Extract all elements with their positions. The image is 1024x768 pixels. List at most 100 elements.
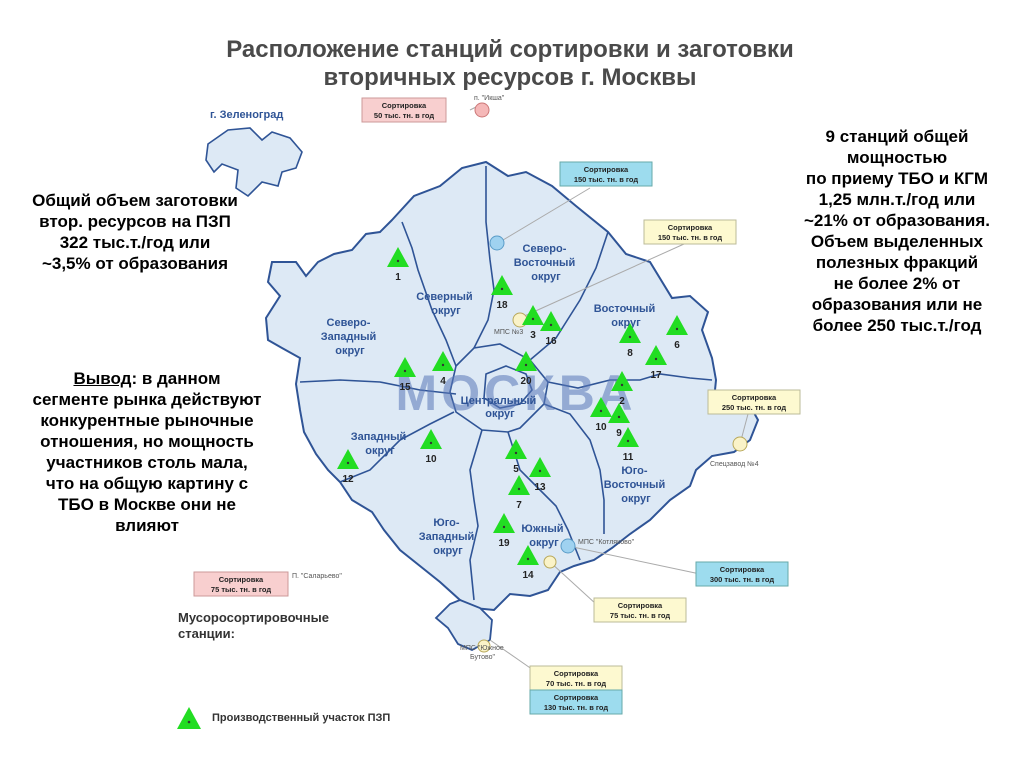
district-label-vost: Восточный округ xyxy=(594,303,659,329)
district-label-yuz: Юго- Западный округ xyxy=(419,517,478,557)
svg-text:250 тыс. тн. в год: 250 тыс. тн. в год xyxy=(722,403,787,412)
box-butovo-yellow: Сортировка 70 тыс. тн. в год xyxy=(529,665,623,691)
station-iksha xyxy=(474,102,490,118)
pzp-site-dot xyxy=(626,439,630,443)
pzp-site-triangle xyxy=(387,247,409,267)
right-line-6: Объем выделенных xyxy=(810,232,984,251)
pzp-site-dot xyxy=(396,259,400,263)
conclusion-note: Вывод: в данном сегменте рынка действуют… xyxy=(8,368,286,536)
pzp-site-dot xyxy=(514,451,518,455)
svg-text:Сортировка: Сортировка xyxy=(732,393,777,402)
pzp-site-number: 5 xyxy=(513,464,519,475)
pzp-site-dot xyxy=(441,363,445,367)
legend-pzp: Производственный участок ПЗП xyxy=(176,706,390,730)
station-kotlyakovo xyxy=(560,538,576,554)
district-label-centr: Центральный округ xyxy=(461,395,540,420)
station-spets4 xyxy=(732,436,748,452)
pzp-site-triangle xyxy=(394,357,416,377)
legend-title: Мусоросортировочные станции: xyxy=(178,610,329,642)
pzp-site-number: 13 xyxy=(534,482,546,493)
pzp-site-dot xyxy=(502,525,506,529)
legend-title-line-1: Мусоросортировочные xyxy=(178,610,329,625)
svg-text:Сортировка: Сортировка xyxy=(668,223,713,232)
conclusion-line-1: сегменте рынка действуют xyxy=(32,390,262,409)
triangle-icon xyxy=(177,707,201,729)
conclusion-line-7: влияют xyxy=(115,516,179,535)
station-sv-blue xyxy=(489,235,505,251)
pzp-site-number: 14 xyxy=(522,570,534,581)
right-line-9: образования или не xyxy=(811,295,983,314)
box-spets4: Сортировка 250 тыс. тн. в год xyxy=(707,389,801,415)
total-collection-note: Общий объем заготовки втор. ресурсов на … xyxy=(6,190,264,274)
box-butovo-blue: Сортировка 130 тыс. тн. в год xyxy=(529,689,623,715)
zelenograd-shape xyxy=(205,127,303,198)
right-line-2: мощностью xyxy=(846,148,948,167)
label-salaryevo: П. "Саларьево" xyxy=(292,573,342,580)
svg-text:300 тыс. тн. в год: 300 тыс. тн. в год xyxy=(710,575,775,584)
pzp-site-triangle xyxy=(666,315,688,335)
pzp-site-dot xyxy=(675,327,679,331)
conclusion-first-rest: : в данном xyxy=(131,369,221,388)
district-label-yuzh: Южный округ xyxy=(521,523,566,549)
box-sv-blue: Сортировка 150 тыс. тн. в год xyxy=(559,161,653,187)
svg-text:150 тыс. тн. в год: 150 тыс. тн. в год xyxy=(574,175,639,184)
legend-title-line-2: станции: xyxy=(178,626,235,641)
label-spets4: Спецзавод №4 xyxy=(710,461,759,468)
left-line-2: втор. ресурсов на ПЗП xyxy=(39,212,231,231)
svg-text:Сортировка: Сортировка xyxy=(720,565,765,574)
pzp-site-dot xyxy=(429,441,433,445)
conclusion-line-3: отношения, но мощность xyxy=(40,432,254,451)
pzp-site-number: 15 xyxy=(399,382,411,393)
district-label-zap: Западный округ xyxy=(351,431,410,457)
pzp-site-number: 6 xyxy=(674,340,680,351)
box-yuzh-yellow: Сортировка 75 тыс. тн. в год xyxy=(593,597,687,623)
svg-text:75 тыс. тн. в год: 75 тыс. тн. в год xyxy=(610,611,670,620)
box-kotlyakovo: Сортировка 300 тыс. тн. в год xyxy=(695,561,789,587)
pzp-site-dot xyxy=(538,469,542,473)
right-line-7: полезных фракций xyxy=(815,253,979,272)
pzp-site-triangle xyxy=(617,427,639,447)
svg-text:70 тыс. тн. в год: 70 тыс. тн. в год xyxy=(546,679,606,688)
pzp-site-dot xyxy=(620,383,624,387)
pzp-site-dot xyxy=(599,409,603,413)
left-line-3: 322 тыс.т./год или xyxy=(59,233,211,252)
right-line-5: ~21% от образования. xyxy=(803,211,991,230)
legend-pzp-label: Производственный участок ПЗП xyxy=(212,712,391,724)
conclusion-heading: Вывод xyxy=(73,369,132,388)
label-kotlyakovo: МПС "Котляково" xyxy=(578,539,635,546)
pzp-site-dot xyxy=(524,363,528,367)
label-iksha: п. "Икша" xyxy=(474,95,505,102)
pzp-site-dot xyxy=(526,557,530,561)
pzp-site-dot xyxy=(531,317,535,321)
station-yuzh-yellow xyxy=(543,555,557,569)
box-iksha: Сортировка 50 тыс. тн. в год xyxy=(361,97,447,123)
svg-text:Сортировка: Сортировка xyxy=(554,693,599,702)
svg-text:Сортировка: Сортировка xyxy=(382,101,427,110)
pzp-site-triangle xyxy=(517,545,539,565)
pzp-site-number: 10 xyxy=(595,422,607,433)
right-line-3: по приему ТБО и КГМ xyxy=(805,169,989,188)
pzp-site-number: 3 xyxy=(530,330,536,341)
zelenograd-label: г. Зеленоград xyxy=(210,109,283,121)
conclusion-line-6: ТБО в Москве они не xyxy=(58,495,236,514)
pzp-site-number: 1 xyxy=(395,272,401,283)
pzp-site-dot xyxy=(346,461,350,465)
district-label-sev: Северный округ xyxy=(416,291,475,317)
pzp-site-triangle xyxy=(522,305,544,325)
svg-text:75 тыс. тн. в год: 75 тыс. тн. в год xyxy=(211,585,271,594)
pzp-site-number: 4 xyxy=(440,376,446,387)
district-label-sz: Северо- Западный округ xyxy=(321,317,380,357)
conclusion-first-line: Вывод: в данном xyxy=(8,368,286,389)
pzp-site-dot xyxy=(500,287,504,291)
pzp-site-number: 9 xyxy=(616,428,622,439)
pzp-site-triangle xyxy=(619,323,641,343)
box-salaryevo: Сортировка 75 тыс. тн. в год xyxy=(193,571,289,597)
svg-text:Сортировка: Сортировка xyxy=(219,575,264,584)
pzp-site-triangle xyxy=(432,351,454,371)
right-line-1: 9 станций общей xyxy=(825,127,969,146)
pzp-site-triangle xyxy=(645,345,667,365)
stations-capacity-note: 9 станций общей мощностью по приему ТБО … xyxy=(778,126,1016,336)
district-label-sv: Северо- Восточный округ xyxy=(514,243,579,283)
